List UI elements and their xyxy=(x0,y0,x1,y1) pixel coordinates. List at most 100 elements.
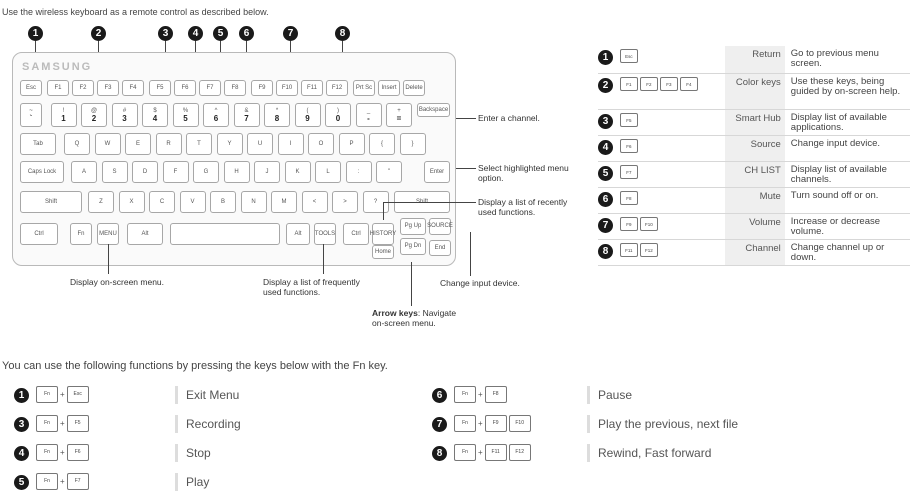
key-f5-label: F5 xyxy=(156,84,164,91)
key-f2: F2 xyxy=(72,80,94,96)
key-insert: Insert xyxy=(378,80,400,96)
table-keys-cell: F8 xyxy=(619,188,725,214)
key-q-11-label: } xyxy=(411,140,414,147)
diagram-number: 5 xyxy=(213,26,228,41)
table-number-cell: 4 xyxy=(598,136,620,162)
callout-menu: Display on-screen menu. xyxy=(70,277,165,287)
key-q-9-label: P xyxy=(349,140,354,147)
key-prt-sc-label: Prt Sc xyxy=(355,84,373,91)
key-backtick-label: ` xyxy=(29,114,33,123)
key-icon: F12 xyxy=(639,243,658,257)
callout-recent-line1: Display a list of recently xyxy=(478,197,568,207)
key-icon: F7 xyxy=(66,473,89,490)
key-f7: F7 xyxy=(199,80,221,96)
table-desc-cell: Change input device. xyxy=(790,138,881,149)
callout-tools-line2: used functions. xyxy=(263,287,321,297)
table-number-icon: 7 xyxy=(598,218,613,233)
key-esc: Esc xyxy=(20,80,42,96)
key-icon: F3 xyxy=(659,77,678,91)
table-name-cell: Smart Hub xyxy=(725,110,785,136)
key-f7-label: F7 xyxy=(206,84,214,91)
table-separator xyxy=(598,161,910,162)
callout-line xyxy=(456,118,476,119)
key-ctrl-right-label: Ctrl xyxy=(351,230,361,237)
key-num-3-top: # xyxy=(122,108,127,114)
fn-keys: Fn+F7 xyxy=(36,473,89,490)
key-icon: Fn xyxy=(36,473,58,490)
key-q-10: { xyxy=(369,133,395,155)
key-history-label: HISTORY xyxy=(369,230,397,237)
key-a-0-label: A xyxy=(81,168,86,175)
key-shift-right-label: Shift xyxy=(416,199,428,206)
key-z-2-label: C xyxy=(159,198,165,205)
key-tab: Tab xyxy=(20,133,56,155)
key-history: HISTORY xyxy=(369,223,397,245)
key-a-10: " xyxy=(376,161,402,183)
diagram-number: 8 xyxy=(335,26,350,41)
key-a-2: D xyxy=(132,161,158,183)
key-z-9-label: ? xyxy=(373,198,378,205)
key-z-8: > xyxy=(332,191,358,213)
key-a-9: : xyxy=(345,161,372,183)
key-z-5: N xyxy=(240,191,267,213)
table-desc-cell: Display list of available applications. xyxy=(790,112,887,133)
callout-select-item: Select highlighted menu option. xyxy=(478,163,569,183)
key-f3-label: F3 xyxy=(104,84,112,91)
table-number-icon: 3 xyxy=(598,114,613,129)
key-icon: F6 xyxy=(619,139,638,153)
key-menu: MENU xyxy=(97,223,119,245)
plus-sign: + xyxy=(60,390,65,399)
key-num-11-label: - xyxy=(367,114,370,123)
key-a-1-label: S xyxy=(112,168,117,175)
key-num-6: ^6 xyxy=(203,103,229,127)
fn-title-key: Fn xyxy=(352,360,366,372)
plus-sign: + xyxy=(478,448,483,457)
key-icon: Fn xyxy=(36,415,58,432)
key-a-4: G xyxy=(193,161,219,183)
key-num-5-top: % xyxy=(182,108,189,114)
table-name-cell: Volume xyxy=(725,214,785,240)
table-number-icon: 4 xyxy=(598,140,613,155)
table-separator xyxy=(598,239,910,240)
key-home: Home xyxy=(372,245,394,259)
key-num-7-top: & xyxy=(244,108,249,114)
key-num-9-top: ( xyxy=(306,108,309,114)
key-z-1-label: X xyxy=(129,198,134,205)
fn-desc: Rewind, Fast forward xyxy=(587,444,711,462)
fn-desc: Stop xyxy=(175,444,211,462)
callout-tools-line1: Display a list of frequently xyxy=(263,277,360,287)
key-f10: F10 xyxy=(276,80,298,96)
fn-desc: Recording xyxy=(175,415,241,433)
key-home-label: Home xyxy=(374,248,391,255)
key-a-4-label: G xyxy=(203,168,209,175)
key-f4: F4 xyxy=(122,80,144,96)
diagram-number: 3 xyxy=(158,26,173,41)
key-pgup-label: Pg Up xyxy=(404,223,422,229)
key-icon: Esc xyxy=(619,49,638,63)
key-a-5: H xyxy=(223,161,250,183)
plus-sign: + xyxy=(60,477,65,486)
callout-tools: Display a list of frequently used functi… xyxy=(263,277,360,297)
key-prt-sc: Prt Sc xyxy=(353,80,375,96)
table-desc-cell: Change channel up or down. xyxy=(790,242,885,263)
table-number-cell: 5 xyxy=(598,162,620,188)
key-num-6-top: ^ xyxy=(214,108,218,114)
diagram-number: 4 xyxy=(188,26,203,41)
key-num-5: %5 xyxy=(172,103,199,127)
key-icon: F5 xyxy=(66,415,89,432)
key-num-6-label: 6 xyxy=(213,114,219,123)
key-num-8-label: 8 xyxy=(274,114,280,123)
key-q-6: U xyxy=(247,133,273,155)
intro-text: Use the wireless keyboard as a remote co… xyxy=(2,7,269,17)
key-q-0-label: Q xyxy=(74,140,80,147)
callout-line xyxy=(456,168,476,169)
table-name-cell: Channel xyxy=(725,240,785,266)
key-q-6-label: U xyxy=(257,140,263,147)
table-name-cell: Return xyxy=(725,46,785,74)
key-backtick: ~` xyxy=(20,103,42,127)
